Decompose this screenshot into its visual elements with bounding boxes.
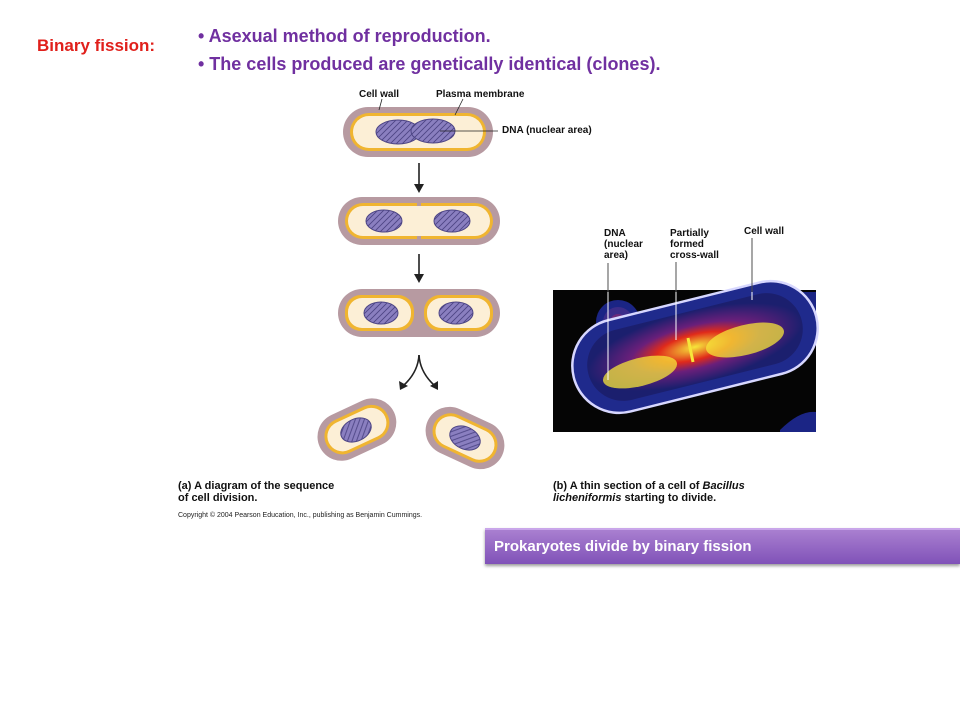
- daughter-cell-left: [317, 398, 397, 461]
- section-label: Binary fission:: [37, 36, 156, 55]
- copyright-notice: Copyright © 2004 Pearson Education, Inc.…: [178, 512, 423, 519]
- arrow-down-icon: [414, 163, 424, 193]
- banner-text: Prokaryotes divide by binary fission: [494, 538, 752, 555]
- micro-dna-label: DNA (nuclear area): [604, 228, 643, 261]
- micrograph: [553, 279, 819, 432]
- caption-b: (b) A thin section of a cell of Bacillus…: [553, 480, 745, 504]
- cross-wall-label: Partially formed cross-wall: [670, 228, 719, 261]
- cell-stage-2: [338, 197, 500, 245]
- cell-wall-label: Cell wall: [359, 89, 400, 100]
- daughter-cell-right: [425, 406, 505, 470]
- split-arrows-icon: [399, 354, 438, 390]
- summary-banner: Prokaryotes divide by binary fission: [485, 528, 960, 564]
- caption-a: (a) A diagram of the sequence of cell di…: [178, 480, 335, 504]
- plasma-membrane-label: Plasma membrane: [436, 89, 525, 100]
- bullet-item: • The cells produced are genetically ide…: [198, 54, 661, 74]
- dna-label: DNA (nuclear area): [502, 125, 592, 136]
- cell-stage-1: [343, 107, 493, 157]
- micro-cell-wall-label: Cell wall: [744, 226, 785, 237]
- bullet-list: • Asexual method of reproduction. • The …: [198, 22, 660, 78]
- bullet-item: • Asexual method of reproduction.: [198, 26, 491, 46]
- arrow-down-icon: [414, 254, 424, 283]
- cell-stage-3: [338, 289, 500, 337]
